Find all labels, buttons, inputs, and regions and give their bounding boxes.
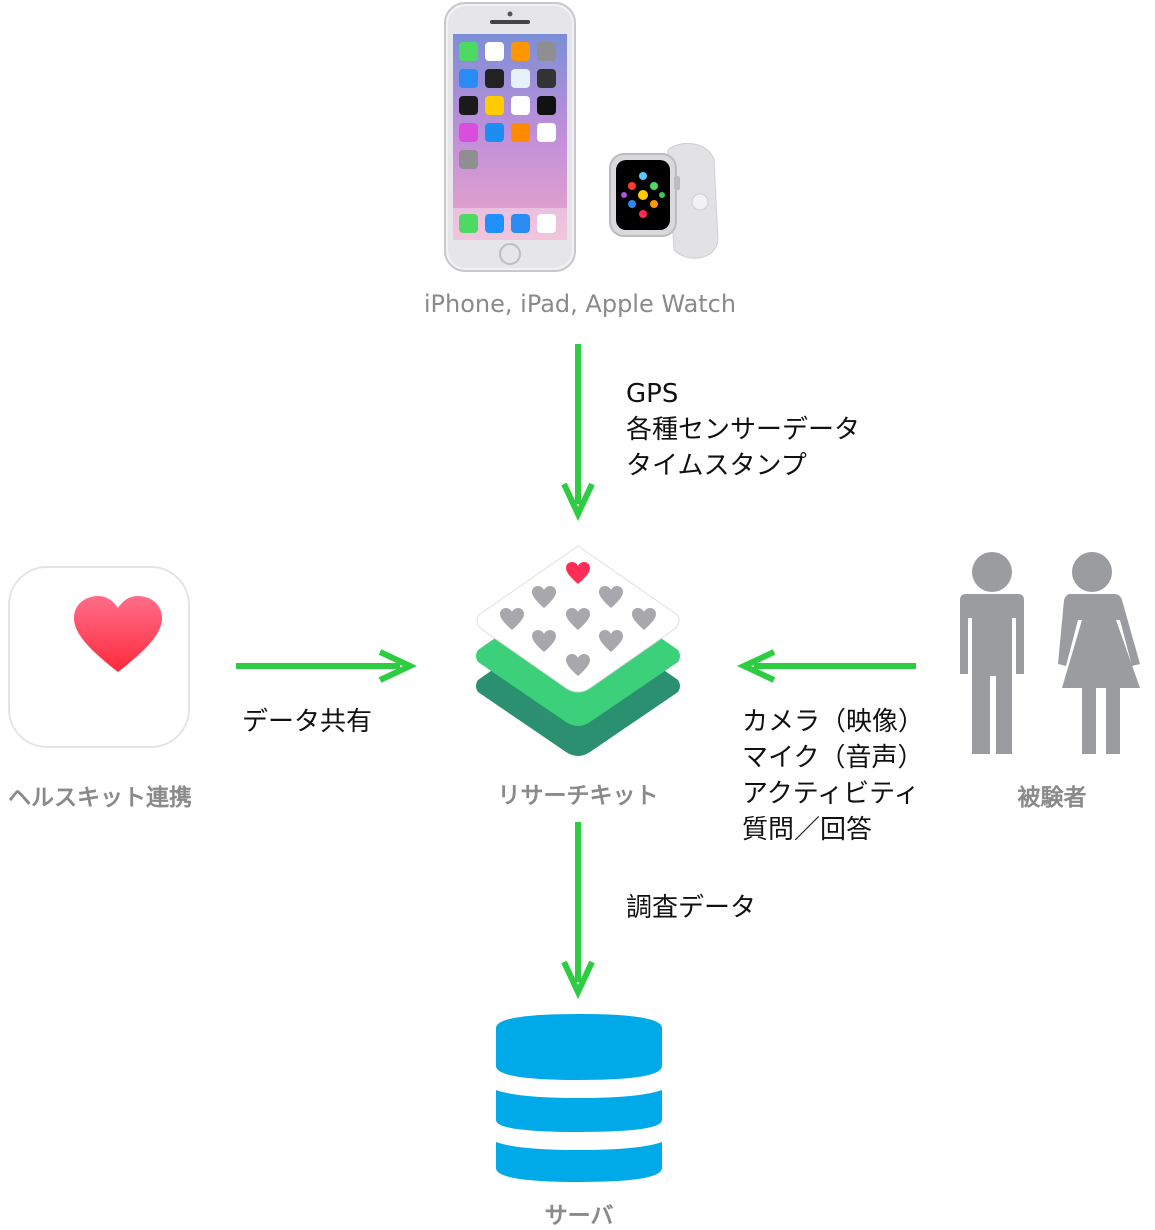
flow-label-subjects: カメラ（映像） マイク（音声） アクティビティ 質問／回答 (742, 704, 924, 848)
flow-line: マイク（音声） (742, 743, 924, 773)
flow-label-server: 調査データ (626, 890, 756, 926)
flow-line: タイムスタンプ (626, 451, 807, 481)
arrow-subjects-to-researchkit (736, 649, 916, 683)
arrow-healthkit-to-researchkit (236, 649, 418, 683)
flow-line: 各種センサーデータ (626, 415, 861, 445)
flow-line: アクティビティ (742, 779, 920, 809)
flow-label-healthkit: データ共有 (242, 704, 372, 740)
arrow-researchkit-to-server (561, 822, 595, 1000)
flow-line: GPS (626, 379, 679, 409)
arrow-devices-to-researchkit (561, 344, 595, 522)
iphone-icon (444, 2, 576, 272)
flow-line: カメラ（映像） (742, 707, 925, 737)
server-label: サーバ (544, 1203, 614, 1229)
devices-label: iPhone, iPad, Apple Watch (423, 290, 737, 318)
flow-line: 質問／回答 (742, 815, 873, 845)
flow-line: データ共有 (242, 707, 373, 737)
flow-line: 調査データ (626, 893, 757, 923)
people-icon (960, 552, 1140, 754)
apple-watch-icon (609, 142, 719, 259)
researchkit-icon (476, 545, 680, 756)
researchkit-label: リサーチキット (497, 783, 659, 809)
healthkit-label: ヘルスキット連携 (8, 785, 192, 811)
database-icon (496, 1014, 662, 1182)
subjects-label: 被験者 (1017, 785, 1087, 811)
flow-label-devices: GPS 各種センサーデータ タイムスタンプ (626, 376, 860, 484)
health-heart-icon (8, 566, 190, 748)
